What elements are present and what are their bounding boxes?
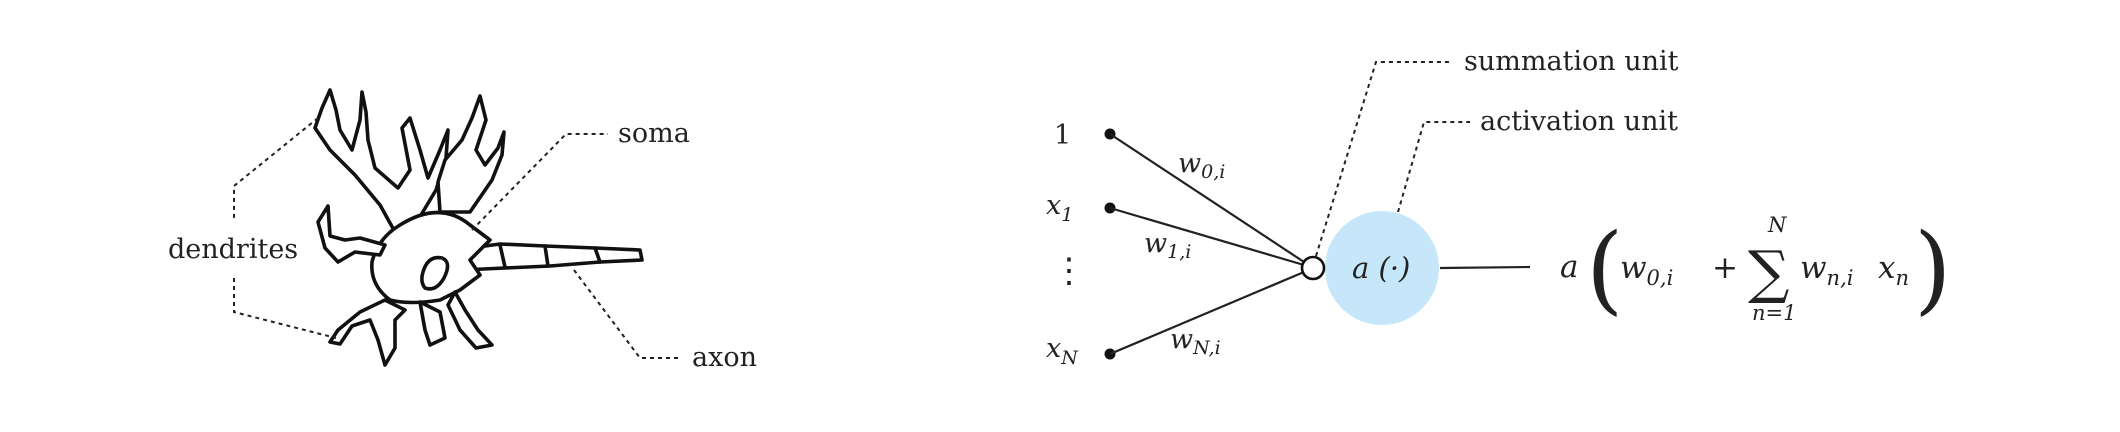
- dendrites-label: dendrites: [168, 234, 298, 265]
- summation-unit-label: summation unit: [1464, 46, 1679, 77]
- activation-unit-circle: [1325, 211, 1439, 325]
- weight-w0-label: w0,i: [1178, 148, 1225, 183]
- biological-neuron-drawing: [313, 88, 644, 367]
- dendrite-lower-right: [446, 290, 494, 350]
- weight-line-0: [1109, 133, 1305, 263]
- dendrite-left: [316, 204, 387, 264]
- activation-unit-label: activation unit: [1480, 106, 1678, 137]
- input-x1-label: x1: [1046, 190, 1073, 226]
- formula-sum-top: N: [1767, 213, 1787, 237]
- axon-label: axon: [692, 342, 757, 373]
- nucleus: [420, 255, 450, 291]
- formula-sum: ∑: [1748, 238, 1789, 306]
- dendrite-upper-left: [313, 88, 450, 252]
- formula-right-paren: ): [1914, 213, 1951, 325]
- dendrite-bottom: [418, 300, 447, 347]
- output-formula: a ( w0,i + N ∑ n=1 wn,i xn ): [1560, 213, 1951, 325]
- activation-unit-leader: [1397, 121, 1470, 213]
- axon-segment-lines: [498, 243, 602, 269]
- soma-label: soma: [618, 118, 690, 149]
- formula-w0: w0,i: [1620, 250, 1673, 290]
- input-one-label: 1: [1054, 120, 1071, 151]
- formula-a: a: [1560, 249, 1578, 285]
- weight-wN-label: wN,i: [1170, 324, 1221, 359]
- input-vdots: ⋮: [1052, 251, 1086, 291]
- dendrite-lower-left: [328, 298, 407, 367]
- formula-sum-bottom: n=1: [1752, 301, 1796, 325]
- summation-unit-node: [1300, 255, 1326, 281]
- axon-leader-line: [573, 269, 680, 359]
- weight-line-N: [1109, 270, 1305, 356]
- dendrite-upper-right: [436, 94, 506, 214]
- soma-leader-line: [471, 133, 608, 231]
- formula-plus: +: [1712, 250, 1738, 286]
- summation-unit-leader: [1315, 61, 1452, 257]
- formula-wn: wn,i: [1800, 250, 1853, 290]
- dendrites-leader-line: [233, 117, 337, 339]
- output-line: [1439, 265, 1531, 270]
- input-xN-label: xN: [1046, 333, 1079, 369]
- formula-left-paren: (: [1586, 213, 1623, 325]
- weight-w1-label: w1,i: [1144, 228, 1191, 263]
- formula-xn: xn: [1878, 250, 1909, 290]
- activation-function-label: a (·): [1352, 251, 1410, 285]
- weight-line-1: [1109, 206, 1305, 267]
